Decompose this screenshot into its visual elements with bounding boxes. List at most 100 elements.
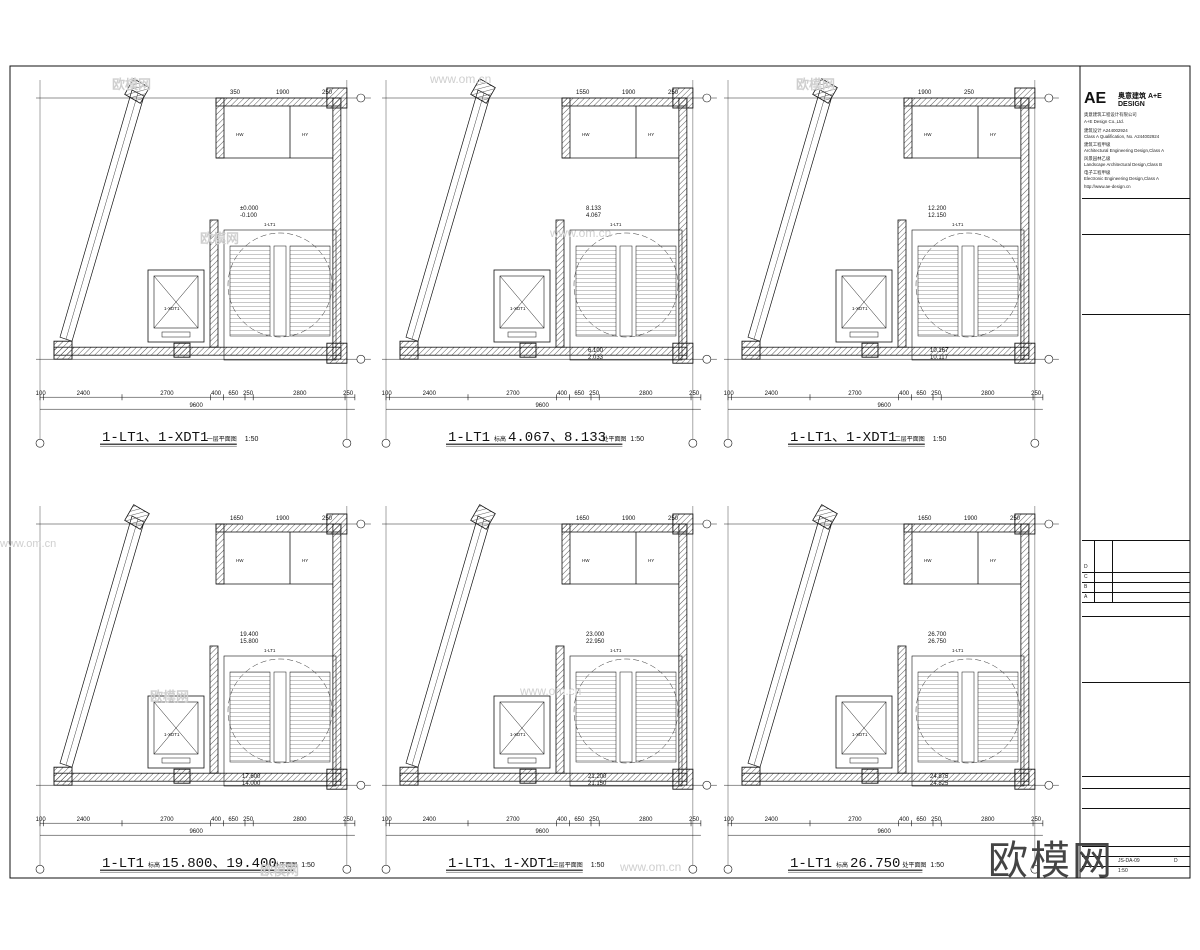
bottom-dimension: 650 bbox=[916, 817, 927, 823]
bottom-dimension: 2800 bbox=[981, 391, 995, 397]
column bbox=[812, 78, 838, 104]
watermark: www.om.cn bbox=[620, 860, 682, 874]
axis-bubble bbox=[342, 864, 352, 874]
fire-zone-circle bbox=[573, 658, 679, 764]
elevator-cross bbox=[499, 701, 545, 755]
top-dimension: 250 bbox=[668, 516, 679, 522]
room-label-hy: HY bbox=[302, 558, 308, 563]
tb-line: Landscape Architectural Design,Class B bbox=[1084, 162, 1163, 167]
elevator-cross bbox=[153, 701, 199, 755]
slanted-wall-line bbox=[411, 92, 485, 340]
bottom-dimension: 250 bbox=[589, 817, 600, 823]
tb-line: Electronic Engineering Design,Class A bbox=[1084, 176, 1159, 181]
stair-flight bbox=[917, 671, 959, 763]
axis-bubble bbox=[688, 438, 698, 448]
axis-bubble bbox=[35, 438, 45, 448]
level-mark: 8.133 bbox=[586, 206, 602, 212]
column bbox=[124, 504, 150, 530]
plan-caption: 1-LT1 bbox=[790, 856, 832, 872]
axis-bubble bbox=[356, 519, 366, 529]
wall bbox=[678, 97, 688, 360]
axis-bubble bbox=[688, 864, 698, 874]
stair-handrail bbox=[961, 671, 975, 763]
level-mark: 15.800 bbox=[240, 639, 259, 645]
rev-row-letter: D bbox=[1084, 564, 1088, 570]
column bbox=[1014, 513, 1036, 535]
axis-bubble bbox=[356, 93, 366, 103]
stair-well bbox=[569, 655, 683, 787]
bottom-dimension: 2400 bbox=[765, 817, 779, 823]
elevator-door bbox=[507, 757, 537, 764]
column bbox=[1014, 87, 1036, 109]
level-mark: 22.950 bbox=[586, 639, 605, 645]
rev-letter: D bbox=[1174, 858, 1178, 864]
level-mark: 2.033 bbox=[588, 355, 604, 361]
total-dimension: 9600 bbox=[189, 829, 203, 835]
wall bbox=[561, 97, 571, 159]
plan-caption-end: 处平面图 bbox=[902, 861, 926, 869]
elevator-label: 1-XDT1 bbox=[852, 306, 868, 311]
level-mark: 26.700 bbox=[928, 632, 947, 638]
plan-caption-small: 二层平面图 bbox=[895, 436, 925, 443]
stair-handrail bbox=[273, 245, 287, 337]
wall bbox=[53, 772, 342, 782]
rev-row-letter: A bbox=[1084, 594, 1088, 600]
bottom-dimension: 2800 bbox=[293, 817, 307, 823]
column bbox=[326, 87, 348, 109]
elevator-shaft bbox=[493, 269, 551, 343]
axis-bubble bbox=[702, 519, 712, 529]
stair-flight bbox=[575, 245, 617, 337]
plan-caption-small: 三层平面图 bbox=[553, 862, 583, 869]
stair-well bbox=[911, 229, 1025, 361]
axis-bubble bbox=[1044, 780, 1054, 790]
elevator-door bbox=[849, 757, 879, 764]
bottom-dimension: 100 bbox=[724, 391, 735, 397]
column bbox=[672, 342, 694, 364]
column bbox=[741, 766, 761, 786]
elevator-car bbox=[841, 701, 887, 755]
bottom-dimension: 250 bbox=[343, 391, 354, 397]
watermark: 欧模网 bbox=[200, 231, 240, 246]
top-dimension: 1900 bbox=[964, 516, 978, 522]
title-block: AE 奥意建筑 A+E DESIGN 奥意建筑工程设计有限公司 A+E Desi… bbox=[1082, 86, 1190, 878]
elevator-shaft bbox=[493, 695, 551, 769]
fire-zone-circle bbox=[227, 232, 333, 338]
watermark: www.om.cn bbox=[430, 72, 492, 86]
bottom-dimension: 100 bbox=[36, 817, 47, 823]
stair-label: 1-LT1 bbox=[952, 648, 964, 653]
top-dimension: 1900 bbox=[276, 516, 290, 522]
axis-bubble bbox=[1044, 93, 1054, 103]
slanted-wall-line bbox=[65, 92, 139, 340]
slanted-wall-line bbox=[753, 92, 827, 340]
wall bbox=[1020, 97, 1030, 360]
stair-well bbox=[223, 229, 337, 361]
wall bbox=[561, 523, 688, 533]
bottom-dimension: 2400 bbox=[77, 817, 91, 823]
axis-bubble bbox=[1030, 438, 1040, 448]
watermark: 欧模网 bbox=[150, 689, 190, 704]
stair-label: 1-LT1 bbox=[952, 222, 964, 227]
wall bbox=[903, 97, 913, 159]
stair-flight bbox=[977, 245, 1019, 337]
column bbox=[812, 504, 838, 530]
elevator-car bbox=[153, 701, 199, 755]
bottom-dimension: 2800 bbox=[293, 391, 307, 397]
column bbox=[53, 766, 73, 786]
tb-line: 电子工程甲级 bbox=[1084, 170, 1111, 175]
level-mark: 17.600 bbox=[242, 774, 261, 780]
room-label-hw: HW bbox=[582, 132, 590, 137]
plan-scale: 1:50 bbox=[245, 436, 259, 443]
elevator-label: 1-XDT1 bbox=[164, 732, 180, 737]
top-dimension: 1900 bbox=[622, 516, 636, 522]
elevator-car bbox=[499, 275, 545, 329]
tb-line: 建筑工程甲级 bbox=[1084, 142, 1111, 147]
top-dimension: 1900 bbox=[276, 90, 290, 96]
wall bbox=[897, 219, 907, 348]
bottom-dimension: 400 bbox=[211, 391, 222, 397]
bottom-dimension: 250 bbox=[343, 817, 354, 823]
level-mark: 12.200 bbox=[928, 206, 947, 212]
level-mark: 23.000 bbox=[586, 632, 605, 638]
